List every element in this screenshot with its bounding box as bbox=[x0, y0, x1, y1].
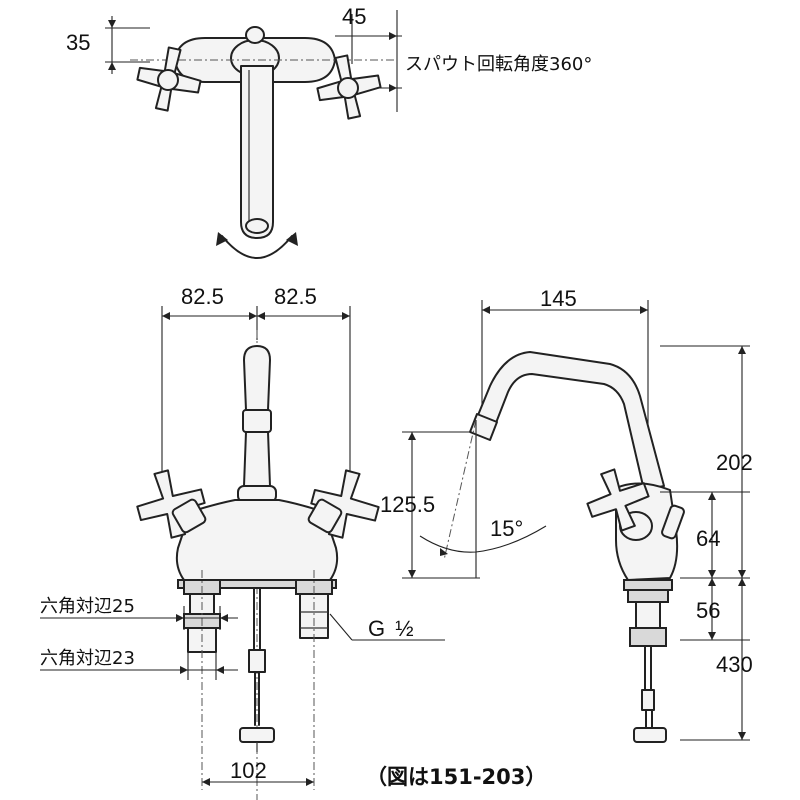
dim-spout-height: 125.5 bbox=[380, 492, 435, 517]
angle-label: 15° bbox=[490, 516, 523, 541]
dim-hose: 430 bbox=[716, 652, 753, 677]
footnote: （図は151-203） bbox=[366, 765, 546, 789]
dim-height-total: 202 bbox=[716, 450, 753, 475]
front-view: 82.5 82.5 bbox=[40, 284, 445, 800]
dim-handle: 64 bbox=[696, 526, 720, 551]
dim-front-left: 82.5 bbox=[181, 284, 224, 309]
side-view: 145 125.5 15° bbox=[380, 286, 753, 743]
dim-handle-height: 35 bbox=[66, 30, 90, 55]
top-view: 35 45 スパウト回転角度360° bbox=[66, 4, 592, 259]
dim-spout-reach: 145 bbox=[540, 286, 577, 311]
thread-label: G ½ bbox=[368, 616, 414, 641]
spout-rotation-label: スパウト回転角度360° bbox=[405, 54, 592, 75]
dim-front-bottom: 102 bbox=[230, 758, 267, 783]
dim-handle-width: 45 bbox=[342, 4, 366, 29]
dim-shank: 56 bbox=[696, 598, 720, 623]
hex-25-label: 六角対辺25 bbox=[40, 596, 135, 617]
dim-front-right: 82.5 bbox=[274, 284, 317, 309]
hex-23-label: 六角対辺23 bbox=[40, 648, 135, 669]
